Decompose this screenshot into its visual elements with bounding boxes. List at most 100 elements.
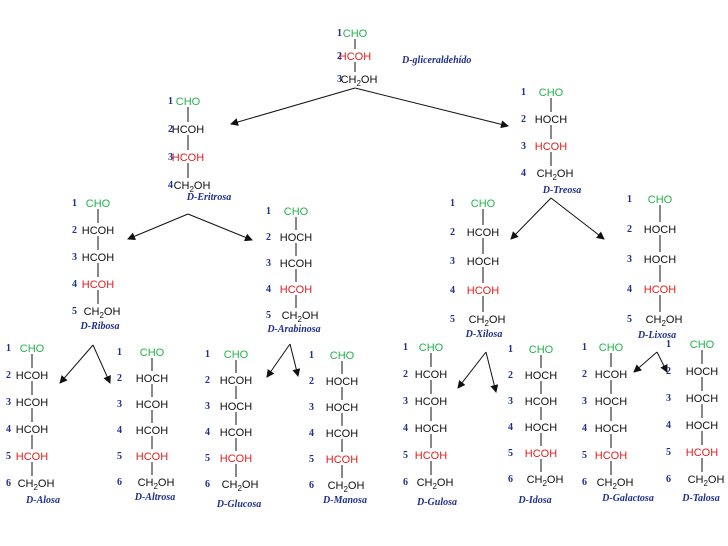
carbon-number: 2	[627, 224, 632, 235]
carbon-group: HOCH	[686, 420, 718, 432]
carbon-number: 1	[6, 343, 11, 354]
sugar-galactosa: CHO1HCOH2HOCH3HOCH4HCOH5CH2OH6D-Galactos…	[582, 342, 654, 504]
reference-carbon-group: HCOH	[535, 141, 567, 153]
carbon-number: 3	[666, 393, 671, 404]
carbon-group: HOCH	[326, 402, 358, 414]
terminal-group: CH2OH	[597, 477, 634, 491]
carbon-number: 1	[309, 350, 314, 361]
carbon-number: 4	[582, 423, 587, 434]
carbon-number: 2	[266, 232, 271, 243]
carbon-number: 6	[309, 480, 314, 491]
carbon-number: 3	[266, 258, 271, 269]
carbon-group: HCOH	[415, 396, 447, 408]
carbon-number: 5	[450, 314, 455, 325]
carbon-group: HOCH	[535, 114, 567, 126]
fischer-projections: CHO1HCOH2CH2OH3D-gliceraldehídoCHO1HCOH2…	[6, 28, 724, 510]
sugar-name: D-Alosa	[25, 495, 60, 506]
carbon-number: 2	[582, 369, 587, 380]
derivation-arrow	[289, 343, 301, 377]
carbon-group: HCOH	[16, 397, 48, 409]
carbon-number: 6	[508, 474, 513, 485]
carbon-number: 4	[266, 284, 271, 295]
carbon-number: 4	[666, 420, 671, 431]
carbon-number: 3	[403, 396, 408, 407]
carbon-group: HOCH	[595, 396, 627, 408]
carbon-number: 4	[403, 423, 408, 434]
derivation-arrow	[550, 197, 605, 240]
carbon-group: HCOH	[172, 124, 204, 136]
sugar-name: D-Eritrosa	[186, 192, 231, 203]
carbon-number: 2	[205, 375, 210, 386]
carbon-number: 5	[627, 314, 632, 325]
reference-carbon-group: HCOH	[326, 454, 358, 466]
reference-carbon-group: HCOH	[220, 453, 252, 465]
carbon-group: HCOH	[595, 369, 627, 381]
carbon-number: 5	[309, 454, 314, 465]
carbon-group: HCOH	[525, 396, 557, 408]
sugar-name: D-Galactosa	[601, 493, 654, 504]
terminal-group: CH2OH	[222, 479, 259, 493]
carbon-number: 5	[403, 450, 408, 461]
aldehyde-group: CHO	[471, 198, 496, 210]
carbon-number: 3	[450, 256, 455, 267]
terminal-group: CH2OH	[282, 310, 319, 324]
carbon-number: 2	[521, 114, 526, 125]
carbon-number: 5	[266, 310, 271, 321]
sugar-name: D-Arabinosa	[266, 324, 320, 335]
carbon-number: 2	[403, 369, 408, 380]
carbon-number: 4	[168, 180, 173, 191]
carbon-number: 5	[205, 453, 210, 464]
sugar-name: D-Ribosa	[80, 321, 120, 332]
aldehyde-group: CHO	[690, 339, 715, 351]
aldehyde-group: CHO	[284, 206, 309, 218]
derivation-arrow	[230, 87, 356, 126]
carbon-number: 1	[337, 28, 342, 39]
aldehyde-group: CHO	[419, 342, 444, 354]
carbon-group: HCOH	[326, 428, 358, 440]
carbon-number: 2	[337, 51, 342, 62]
carbon-number: 3	[117, 399, 122, 410]
terminal-group: CH2OH	[341, 74, 378, 88]
carbon-number: 2	[450, 227, 455, 238]
carbon-number: 6	[205, 479, 210, 490]
reference-carbon-group: HCOH	[136, 451, 168, 463]
carbon-number: 2	[117, 373, 122, 384]
carbon-number: 3	[168, 152, 173, 163]
carbon-number: 3	[309, 402, 314, 413]
derivation-arrow	[457, 351, 487, 389]
carbon-number: 5	[6, 451, 11, 462]
carbon-number: 1	[117, 347, 122, 358]
aldehyde-group: CHO	[176, 96, 201, 108]
reference-carbon-group: HCOH	[467, 285, 499, 297]
aldehyde-group: CHO	[224, 349, 249, 361]
carbon-number: 3	[521, 141, 526, 152]
carbon-group: HCOH	[136, 425, 168, 437]
carbon-number: 1	[627, 194, 632, 205]
terminal-group: CH2OH	[688, 474, 725, 488]
carbon-number: 5	[117, 451, 122, 462]
derivation-arrow	[187, 213, 253, 242]
reference-carbon-group: HCOH	[525, 448, 557, 460]
terminal-group: CH2OH	[84, 306, 121, 320]
carbon-number: 2	[309, 376, 314, 387]
carbon-group: HCOH	[16, 370, 48, 382]
carbon-number: 4	[309, 428, 314, 439]
carbon-number: 2	[168, 124, 173, 135]
carbon-number: 1	[521, 87, 526, 98]
carbon-number: 4	[627, 284, 632, 295]
sugar-name: D-Idosa	[517, 495, 551, 506]
carbon-group: HOCH	[326, 376, 358, 388]
reference-carbon-group: HCOH	[686, 447, 718, 459]
sugar-name: D-Xilosa	[465, 329, 503, 340]
carbon-group: HOCH	[220, 401, 252, 413]
